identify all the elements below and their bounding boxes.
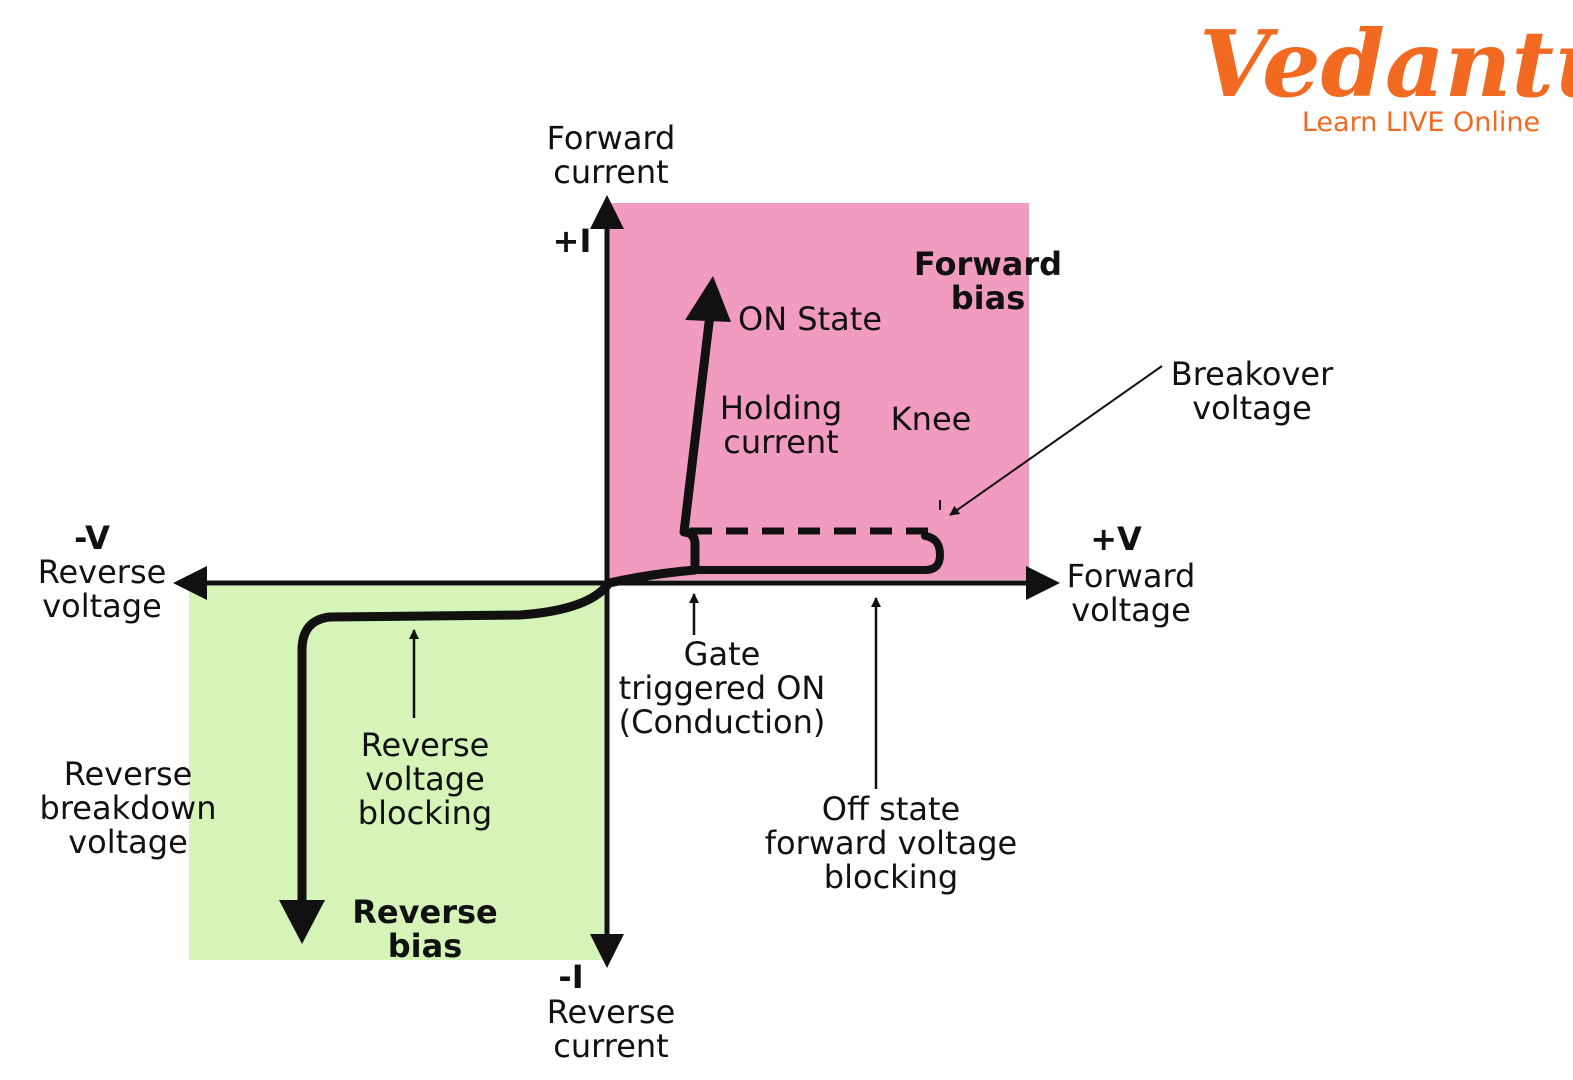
knee-label: Knee: [891, 400, 972, 438]
minus-v-label: -V: [74, 519, 110, 557]
breakover-voltage-label-line1: Breakover: [1171, 355, 1334, 393]
off-state-label-line1: Off state: [822, 790, 960, 828]
off-state-label-line2: forward voltage: [765, 824, 1017, 862]
reverse-breakdown-arrowhead: [279, 900, 325, 944]
forward-bias-label-line1: Forward: [914, 245, 1062, 283]
reverse-voltage-label-line1: Reverse: [38, 553, 167, 591]
reverse-current-label-line1: Reverse: [547, 993, 676, 1031]
forward-current-label-line2: current: [553, 153, 668, 191]
plus-i-label: +I: [553, 222, 592, 260]
reverse-current-label-line2: current: [553, 1027, 668, 1065]
forward-bias-label-line2: bias: [951, 279, 1026, 317]
vedantu-logo: Vedantu Learn LIVE Online: [1199, 10, 1573, 138]
reverse-breakdown-label-line1: Reverse: [64, 755, 193, 793]
breakover-pointer: [949, 365, 1163, 516]
forward-current-label-line1: Forward: [547, 119, 676, 157]
reverse-bias-label-line2: bias: [388, 927, 463, 965]
forward-voltage-label-line2: voltage: [1071, 591, 1191, 629]
reverse-blocking-label-line1: Reverse: [361, 726, 490, 764]
reverse-curve: [297, 578, 614, 910]
plus-v-label: +V: [1090, 520, 1142, 558]
reverse-bias-label-line1: Reverse: [352, 893, 497, 931]
vedantu-logo-wordmark: Vedantu: [1199, 10, 1573, 118]
gate-triggered-label-line3: (Conduction): [619, 703, 826, 741]
holding-current-label-line2: current: [723, 423, 838, 461]
reverse-bias-region: [189, 586, 609, 960]
reverse-blocking-label-line2: voltage: [365, 760, 485, 798]
on-state-arrowhead: [685, 276, 731, 322]
breakover-voltage-label-line2: voltage: [1192, 389, 1312, 427]
axis-arrow-left: [173, 566, 207, 600]
vedantu-logo-tagline: Learn LIVE Online: [1302, 107, 1540, 138]
gate-triggered-label-line2: triggered ON: [619, 669, 826, 707]
reverse-blocking-label-line3: blocking: [358, 794, 492, 832]
axis-arrow-right: [1026, 566, 1060, 600]
axis-arrow-down: [590, 934, 624, 968]
reverse-breakdown-label-line3: voltage: [68, 823, 188, 861]
reverse-voltage-label-line2: voltage: [42, 587, 162, 625]
forward-voltage-label-line1: Forward: [1067, 557, 1196, 595]
on-state-label: ON State: [738, 300, 882, 338]
forward-bias-region: [609, 203, 1029, 580]
axis-arrow-up: [590, 195, 624, 229]
off-state-label-line3: blocking: [824, 858, 958, 896]
minus-i-label: -I: [558, 958, 583, 996]
reverse-breakdown-label-line2: breakdown: [40, 789, 217, 827]
holding-current-label-line1: Holding: [720, 389, 842, 427]
off-state-curve: [691, 532, 944, 574]
gate-triggered-label-line1: Gate: [684, 635, 761, 673]
